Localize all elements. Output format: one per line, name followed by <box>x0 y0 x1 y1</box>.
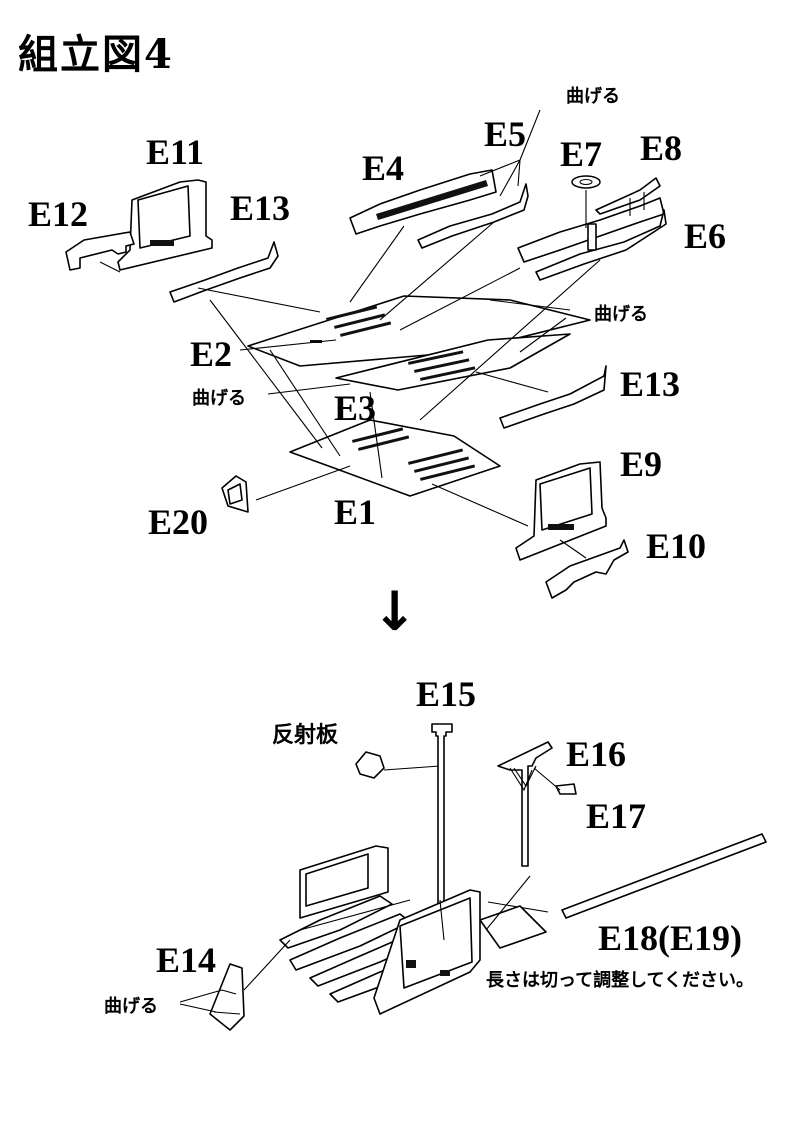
label-e1: E1 <box>334 492 376 532</box>
part-e16 <box>497 741 553 867</box>
note-reflector: 反射板 <box>272 722 339 748</box>
note-bend-bottom: 曲げる <box>104 996 158 1017</box>
leader-lines-top <box>99 109 601 559</box>
part-e13-left <box>169 241 279 303</box>
part-reflector <box>355 751 441 779</box>
note-bend-left: 曲げる <box>192 388 246 409</box>
part-e7 <box>571 175 601 189</box>
part-e9 <box>515 461 607 561</box>
part-e6 <box>517 197 667 281</box>
label-e12: E12 <box>28 194 88 234</box>
down-arrow-icon: ↓ <box>372 580 417 643</box>
note-bend-top: 曲げる <box>566 86 620 107</box>
label-e10: E10 <box>646 526 706 566</box>
part-e3 <box>335 333 571 391</box>
page-title: 組立図4 <box>18 31 174 78</box>
part-e2 <box>247 295 591 367</box>
part-e5 <box>417 183 529 249</box>
note-trim-length: 長さは切って調整してください。 <box>486 969 754 991</box>
label-e13-right: E13 <box>620 364 680 404</box>
part-e17 <box>533 767 577 795</box>
label-e14: E14 <box>156 940 216 980</box>
part-e8 <box>595 177 661 216</box>
note-bend-right: 曲げる <box>594 304 648 325</box>
label-e18-e19: E18(E19) <box>598 918 742 958</box>
part-e12 <box>65 231 135 271</box>
part-e1 <box>289 419 501 497</box>
part-e14 <box>179 939 291 1031</box>
label-e13-left: E13 <box>230 188 290 228</box>
part-e11 <box>117 179 213 271</box>
label-e17: E17 <box>586 796 646 836</box>
label-e20: E20 <box>148 502 208 542</box>
label-e7: E7 <box>560 134 602 174</box>
label-e4: E4 <box>362 148 404 188</box>
label-e9: E9 <box>620 444 662 484</box>
label-e6: E6 <box>684 216 726 256</box>
label-e2: E2 <box>190 334 232 374</box>
label-e15: E15 <box>416 674 476 714</box>
part-e10 <box>545 539 629 599</box>
label-e11: E11 <box>146 132 204 172</box>
part-e20 <box>221 475 249 513</box>
label-e5: E5 <box>484 114 526 154</box>
part-e4 <box>349 169 497 235</box>
part-e13-right <box>499 365 607 429</box>
label-e16: E16 <box>566 734 626 774</box>
label-e3: E3 <box>334 388 376 428</box>
label-e8: E8 <box>640 128 682 168</box>
part-base-assembly <box>279 845 547 1015</box>
